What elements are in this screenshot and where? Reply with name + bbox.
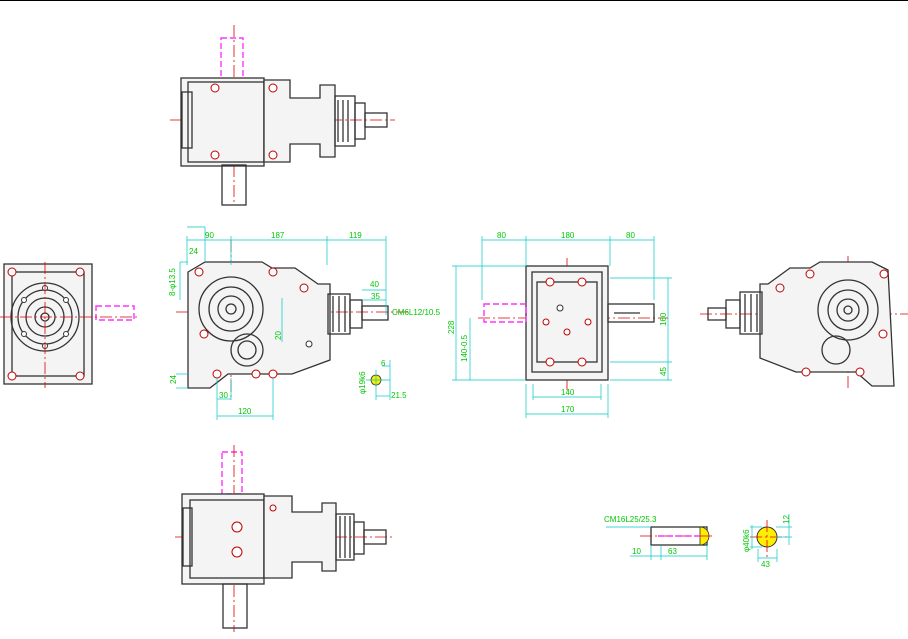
dim-180: 180 [561, 231, 575, 240]
top-view-hidden-shaft [220, 37, 244, 81]
bolt-note: 8-φ13.5 [168, 268, 177, 296]
front-view: 90 187 119 24 8-φ13.5 40 35 20 CM6L12/10… [168, 226, 441, 420]
top-view [170, 25, 395, 206]
dim-phi19: φ19k6 [358, 371, 367, 394]
dim-187: 187 [271, 231, 285, 240]
dim-45: 45 [659, 367, 668, 376]
dim-80-right: 80 [626, 231, 635, 240]
title-bar-line [0, 0, 908, 1]
dim-228: 228 [447, 320, 456, 334]
right-end-view [700, 256, 908, 390]
dim-43: 43 [761, 560, 770, 569]
dim-phi40: φ40k6 [742, 529, 751, 552]
top-view-housing [180, 77, 265, 167]
dim-6: 6 [381, 359, 386, 368]
side-view-housing [525, 265, 609, 381]
dim-20: 20 [274, 331, 283, 340]
dim-40: 40 [370, 280, 379, 289]
dim-140: 140 [561, 388, 575, 397]
dim-24-bottom: 24 [169, 375, 178, 384]
bottom-view-housing [181, 493, 265, 585]
dim-170: 170 [561, 405, 575, 414]
dim-10: 10 [632, 547, 641, 556]
dim-120: 120 [238, 407, 252, 416]
dim-35: 35 [371, 292, 380, 301]
dim-12: 12 [782, 515, 791, 524]
dim-119: 119 [349, 231, 362, 240]
bottom-view [175, 445, 395, 632]
dim-30: 30 [219, 391, 228, 400]
thread-cm6: CM6L12/10.5 [392, 308, 441, 317]
thread-cm16: CM16L25/25.3 [604, 515, 657, 524]
dim-21-5: 21.5 [391, 391, 407, 400]
side-view: 80 180 80 228 140-0.5 160 45 140 170 [447, 231, 672, 418]
left-end-view [0, 262, 140, 388]
shaft-detail: CM16L25/25.3 10 63 φ40k6 12 43 [604, 514, 792, 569]
dim-24-top: 24 [189, 247, 198, 256]
dim-140-tolerance: 140-0.5 [460, 334, 469, 362]
dim-80-left: 80 [497, 231, 506, 240]
dim-160: 160 [659, 312, 668, 326]
dim-63: 63 [668, 547, 677, 556]
dim-90: 90 [205, 231, 214, 240]
